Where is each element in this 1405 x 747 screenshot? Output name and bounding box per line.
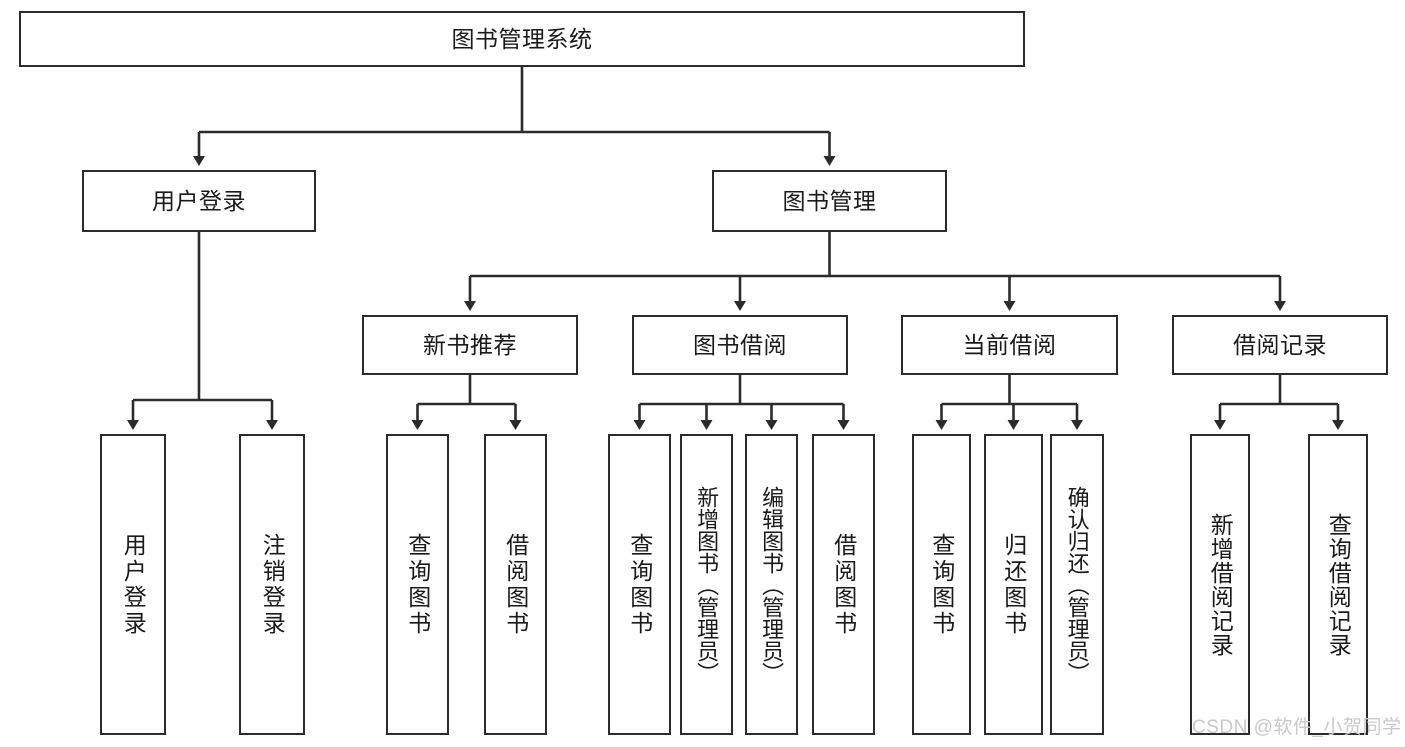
node-label: 图书管理系统 (451, 25, 593, 52)
node-borrow-record[interactable]: 借阅记录 (1172, 315, 1388, 375)
node-label: 查询借阅记录 (1325, 512, 1352, 657)
node-current-borrow[interactable]: 当前借阅 (901, 315, 1118, 375)
node-label: 新书推荐 (423, 331, 517, 358)
node-label: 借阅图书 (502, 532, 529, 637)
node-label: 归还图书 (1000, 532, 1027, 637)
node-label: 查询图书 (626, 532, 653, 637)
node-label: 查询图书 (928, 532, 955, 637)
node-leaf-user-login[interactable]: 用户登录 (100, 434, 166, 735)
node-label: 新增借阅记录 (1207, 512, 1234, 657)
node-new-book-rec[interactable]: 新书推荐 (362, 315, 578, 375)
node-label: 用户登录 (152, 187, 246, 214)
node-label: 用户登录 (120, 532, 147, 637)
node-leaf-add-record[interactable]: 新增借阅记录 (1190, 434, 1250, 735)
node-label: 借阅记录 (1233, 331, 1327, 358)
node-leaf-confirm-return[interactable]: 确认归还（管理员） (1050, 434, 1104, 735)
node-label: 确认归还（管理员） (1064, 485, 1090, 684)
node-label: 图书借阅 (693, 331, 787, 358)
node-leaf-borrow-book-2[interactable]: 借阅图书 (812, 434, 875, 735)
node-leaf-query-record[interactable]: 查询借阅记录 (1308, 434, 1368, 735)
node-label: 借阅图书 (830, 532, 857, 637)
node-leaf-query-book-2[interactable]: 查询图书 (608, 434, 671, 735)
node-leaf-return-book[interactable]: 归还图书 (984, 434, 1043, 735)
node-leaf-borrow-book-1[interactable]: 借阅图书 (484, 434, 547, 735)
node-leaf-edit-book[interactable]: 编辑图书（管理员） (745, 434, 798, 735)
node-book-borrow[interactable]: 图书借阅 (632, 315, 848, 375)
node-label: 注销登录 (259, 532, 286, 637)
node-book-mgmt[interactable]: 图书管理 (712, 170, 947, 232)
node-label: 编辑图书（管理员） (759, 485, 785, 684)
node-label: 查询图书 (404, 532, 431, 637)
node-leaf-add-book[interactable]: 新增图书（管理员） (680, 434, 733, 735)
node-leaf-logout[interactable]: 注销登录 (239, 434, 305, 735)
node-leaf-query-book-3[interactable]: 查询图书 (912, 434, 971, 735)
node-leaf-query-book-1[interactable]: 查询图书 (386, 434, 449, 735)
node-label: 新增图书（管理员） (694, 485, 720, 684)
csdn-watermark: CSDN @软件_小贺同学 (1192, 717, 1402, 738)
node-label: 当前借阅 (962, 331, 1057, 358)
node-root[interactable]: 图书管理系统 (19, 11, 1025, 67)
node-label: 图书管理 (782, 187, 877, 214)
node-user-login[interactable]: 用户登录 (82, 170, 316, 232)
